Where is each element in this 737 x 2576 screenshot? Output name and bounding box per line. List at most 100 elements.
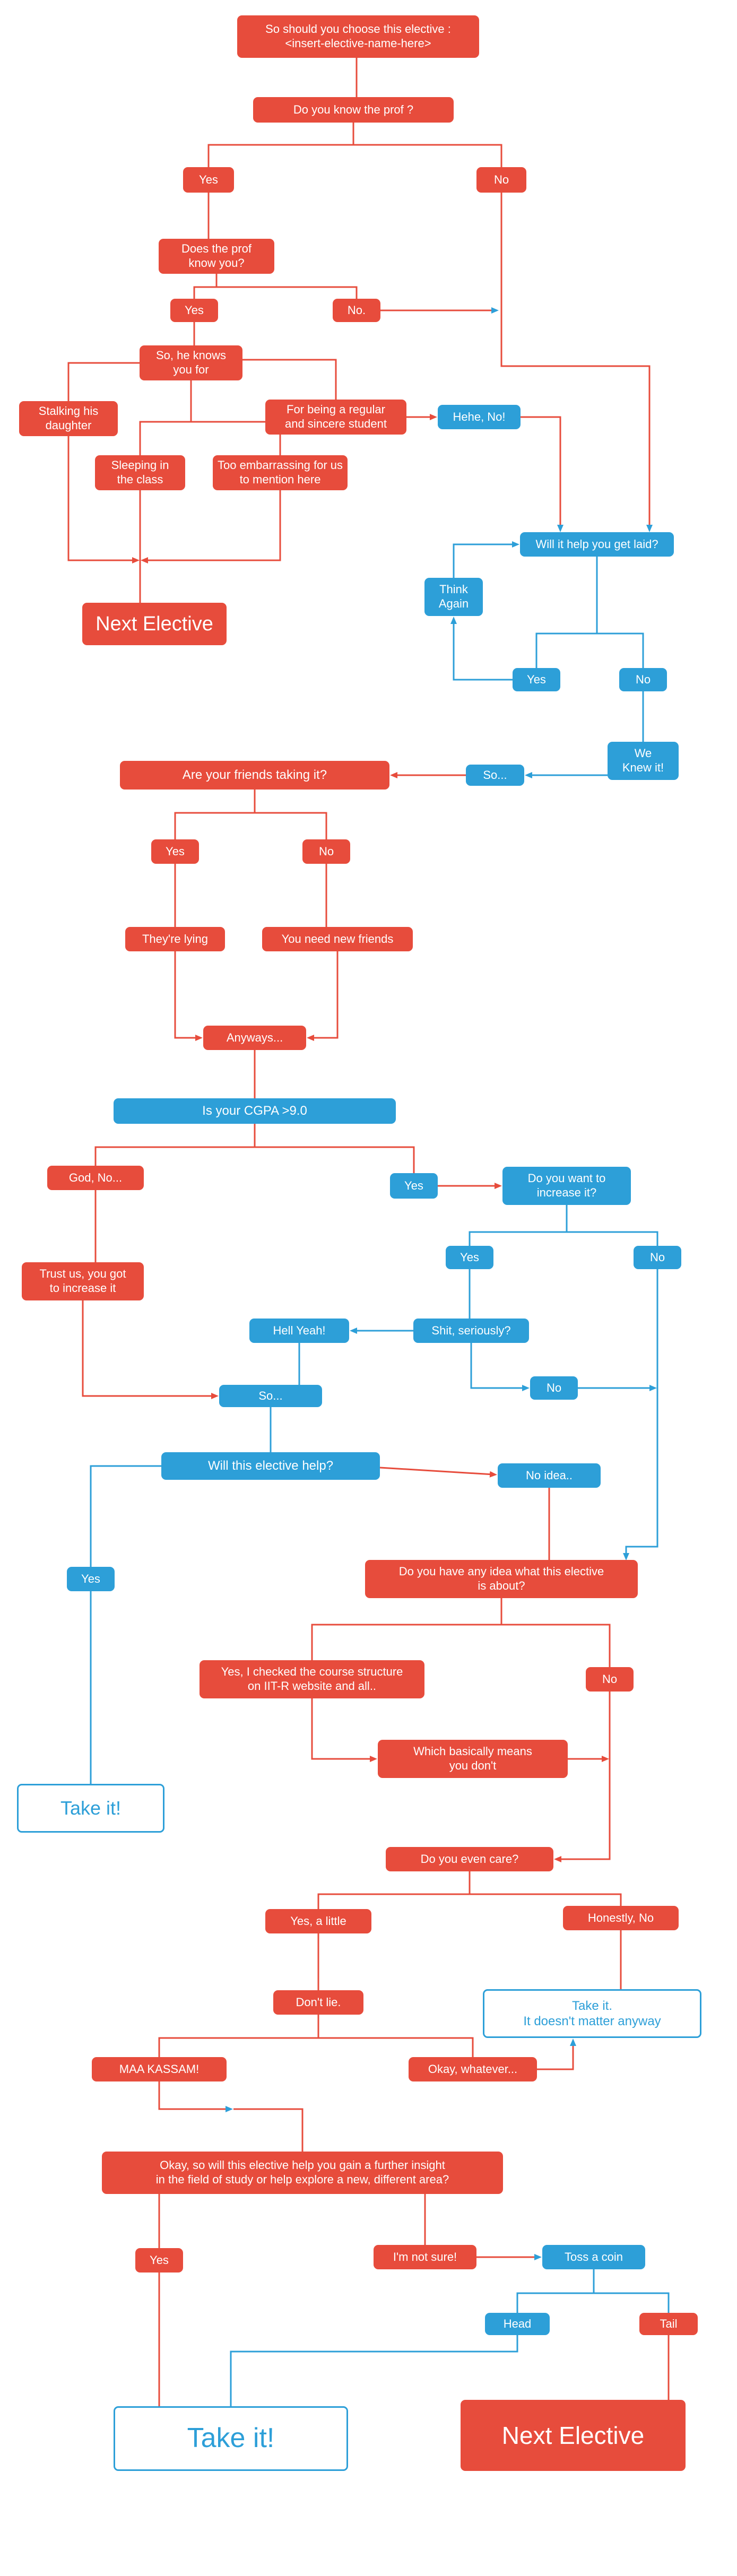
node-label-we-knew-it: We Knew it! (622, 747, 664, 774)
edge-maa-kassam-to-insight-q-2 (233, 2108, 304, 2153)
node-label-hell-yeah: Hell Yeah! (273, 1323, 326, 1337)
node-not-sure: I'm not sure! (374, 2245, 476, 2269)
node-so-1: So... (466, 765, 524, 786)
node-take-it-final: Take it! (114, 2406, 348, 2471)
node-label-honestly-no: Honestly, No (587, 1911, 654, 1924)
node-anyways: Anyways... (203, 1026, 306, 1050)
node-label-okay-whatever: Okay, whatever... (428, 2062, 518, 2076)
edge-increase-no-to-idea-about-q (623, 1269, 658, 1560)
node-regular-sincere: For being a regular and sincere student (265, 400, 406, 435)
node-need-new-friends: You need new friends (262, 927, 413, 951)
edge-cgpa-q-to-cgpa-yes (254, 1124, 415, 1174)
node-increase-yes: Yes (446, 1246, 493, 1269)
node-head: Head (485, 2313, 550, 2335)
node-tail: Tail (639, 2313, 698, 2335)
edge-theyre-lying-to-anyways (174, 951, 203, 1041)
node-prof-knows-yes: Yes (170, 299, 218, 322)
edge-prof-knows-you-q-to-prof-knows-yes (193, 274, 218, 300)
edge-know-prof-no-to-get-laid-q (500, 193, 653, 532)
node-help-yes: Yes (67, 1567, 115, 1591)
edge-toss-coin-to-tail (593, 2269, 670, 2314)
node-know-prof-yes: Yes (183, 167, 234, 193)
node-no-idea: No idea.. (498, 1463, 601, 1488)
node-so-2: So... (219, 1385, 322, 1407)
node-label-laid-no: No (635, 672, 651, 686)
node-label-too-embarrassing: Too embarrassing for us to mention here (218, 458, 343, 486)
node-label-increase-no: No (649, 1250, 665, 1264)
edge-dont-lie-to-maa-kassam (158, 2015, 319, 2058)
node-knows-you-for: So, he knows you for (140, 345, 242, 380)
node-label-even-care-q: Do you even care? (420, 1852, 519, 1866)
edge-increase-q-to-increase-yes (469, 1205, 568, 1247)
edge-idea-no-to-even-care-q (554, 1692, 611, 1862)
node-increase-no: No (634, 1246, 681, 1269)
node-care-yes: Yes, a little (265, 1909, 371, 1933)
node-even-care-q: Do you even care? (386, 1847, 553, 1871)
node-increase-q: Do you want to increase it? (502, 1167, 631, 1205)
node-take-it-1: Take it! (17, 1784, 164, 1833)
edge-too-embarrassing-to-next-elective-junction (141, 490, 281, 563)
node-label-head: Head (503, 2317, 532, 2330)
node-label-take-it-final: Take it! (187, 2423, 275, 2454)
node-label-next-elective-final: Next Elective (501, 2421, 645, 2449)
node-label-maa-kassam: MAA KASSAM! (119, 2062, 200, 2076)
node-label-know-prof-no: No (493, 172, 509, 186)
node-label-next-elective-1: Next Elective (96, 612, 213, 635)
edge-stalking-daughter-to-next-elective-junction (67, 436, 140, 563)
node-label-prof-knows-yes: Yes (185, 303, 204, 317)
node-label-know-prof-q: Do you know the prof ? (293, 102, 414, 116)
node-label-increase-yes: Yes (460, 1250, 479, 1264)
node-next-elective-1: Next Elective (82, 603, 227, 645)
node-cgpa-q: Is your CGPA >9.0 (114, 1098, 396, 1124)
node-hehe-no: Hehe, No! (438, 405, 521, 429)
node-label-prof-knows-no: No. (347, 303, 366, 317)
node-label-laid-yes: Yes (527, 672, 546, 686)
node-label-trust-us: Trust us, you got to increase it (39, 1267, 126, 1295)
node-trust-us: Trust us, you got to increase it (22, 1262, 144, 1300)
edge-get-laid-q-to-laid-yes (535, 557, 598, 669)
node-prof-knows-you-q: Does the prof know you? (159, 239, 274, 274)
edge-okay-whatever-to-take-it-doesnt-matter (537, 2039, 576, 2070)
node-label-hehe-no: Hehe, No! (453, 410, 506, 423)
node-know-prof-q: Do you know the prof ? (253, 97, 454, 123)
node-insight-q: Okay, so will this elective help you gai… (102, 2152, 503, 2194)
node-label-no-idea: No idea.. (525, 1468, 573, 1482)
node-prof-knows-no: No. (333, 299, 380, 322)
node-seriously-no: No (530, 1376, 578, 1400)
node-we-knew-it: We Knew it! (608, 742, 679, 780)
edge-dont-lie-to-okay-whatever (317, 2015, 474, 2058)
node-label-idea-no: No (602, 1672, 618, 1686)
node-friends-yes: Yes (151, 839, 199, 864)
edge-friends-taking-q-to-friends-no (254, 790, 327, 840)
node-label-seriously-no: No (546, 1381, 562, 1394)
edge-knows-you-for-to-regular-sincere (242, 359, 337, 401)
edge-toss-coin-to-head (516, 2269, 595, 2314)
edge-hehe-no-to-get-laid-q (521, 416, 563, 532)
node-laid-no: No (619, 668, 667, 691)
node-label-prof-knows-you-q: Does the prof know you? (181, 242, 252, 270)
edge-even-care-q-to-honestly-no (469, 1871, 622, 1907)
edge-knows-you-for-to-sleeping-class (139, 380, 192, 456)
edge-even-care-q-to-care-yes (317, 1871, 471, 1910)
node-title: So should you choose this elective : <in… (237, 15, 479, 58)
node-maa-kassam: MAA KASSAM! (92, 2057, 227, 2081)
edge-know-prof-q-to-know-prof-yes (207, 123, 354, 169)
node-hell-yeah: Hell Yeah! (249, 1319, 349, 1343)
node-label-elective-help-q: Will this elective help? (207, 1459, 334, 1473)
node-label-friends-taking-q: Are your friends taking it? (182, 768, 327, 783)
node-label-get-laid-q: Will it help you get laid? (535, 537, 658, 551)
node-laid-yes: Yes (513, 668, 560, 691)
node-shit-seriously: Shit, seriously? (413, 1319, 529, 1343)
edge-elective-help-q-to-help-yes (90, 1465, 161, 1568)
node-label-so-2: So... (258, 1389, 283, 1402)
node-stalking-daughter: Stalking his daughter (19, 401, 118, 436)
edge-checked-structure-to-basically-means (311, 1698, 377, 1762)
edge-get-laid-q-to-laid-no (596, 557, 644, 669)
node-sleeping-class: Sleeping in the class (95, 455, 185, 490)
node-label-knows-you-for: So, he knows you for (155, 349, 227, 376)
node-label-friends-yes: Yes (166, 844, 185, 858)
edge-laid-yes-to-think-again (450, 617, 513, 681)
edge-head-to-take-it-final (230, 2335, 518, 2407)
